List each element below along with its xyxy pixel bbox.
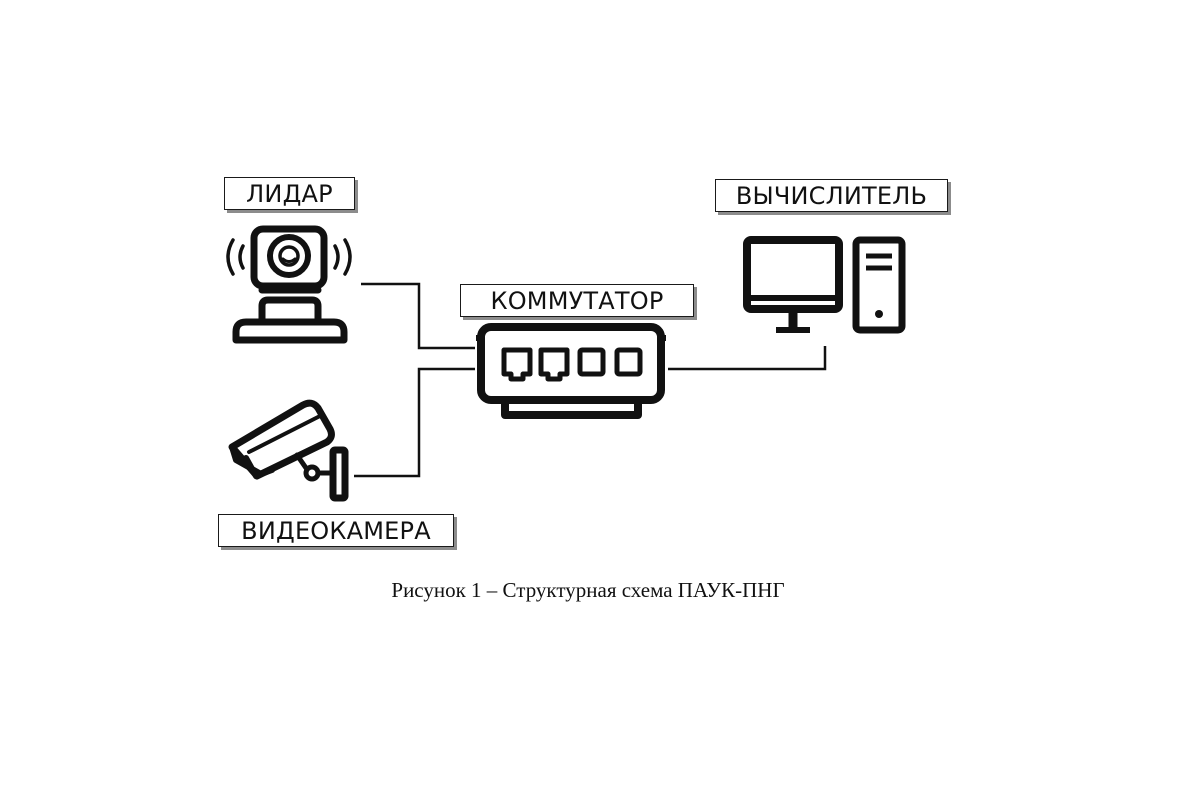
connection-lines <box>354 282 827 478</box>
network-switch-icon <box>476 323 666 419</box>
lidar-label: ЛИДАР <box>224 177 355 210</box>
switch-label: КОММУТАТОР <box>460 284 694 317</box>
camera-label: ВИДЕОКАМЕРА <box>218 514 454 547</box>
computer-label: ВЫЧИСЛИТЕЛЬ <box>715 179 948 212</box>
computer-icon <box>743 236 906 334</box>
edge-camera-switch <box>354 367 475 478</box>
switch-ports <box>501 347 643 382</box>
edge-lidar-switch <box>361 282 475 350</box>
edge-switch-computer <box>668 346 827 371</box>
lidar-sensor-icon <box>226 225 352 344</box>
figure-caption: Рисунок 1 – Структурная схема ПАУК-ПНГ <box>391 578 785 602</box>
surveillance-camera-icon <box>228 399 349 502</box>
